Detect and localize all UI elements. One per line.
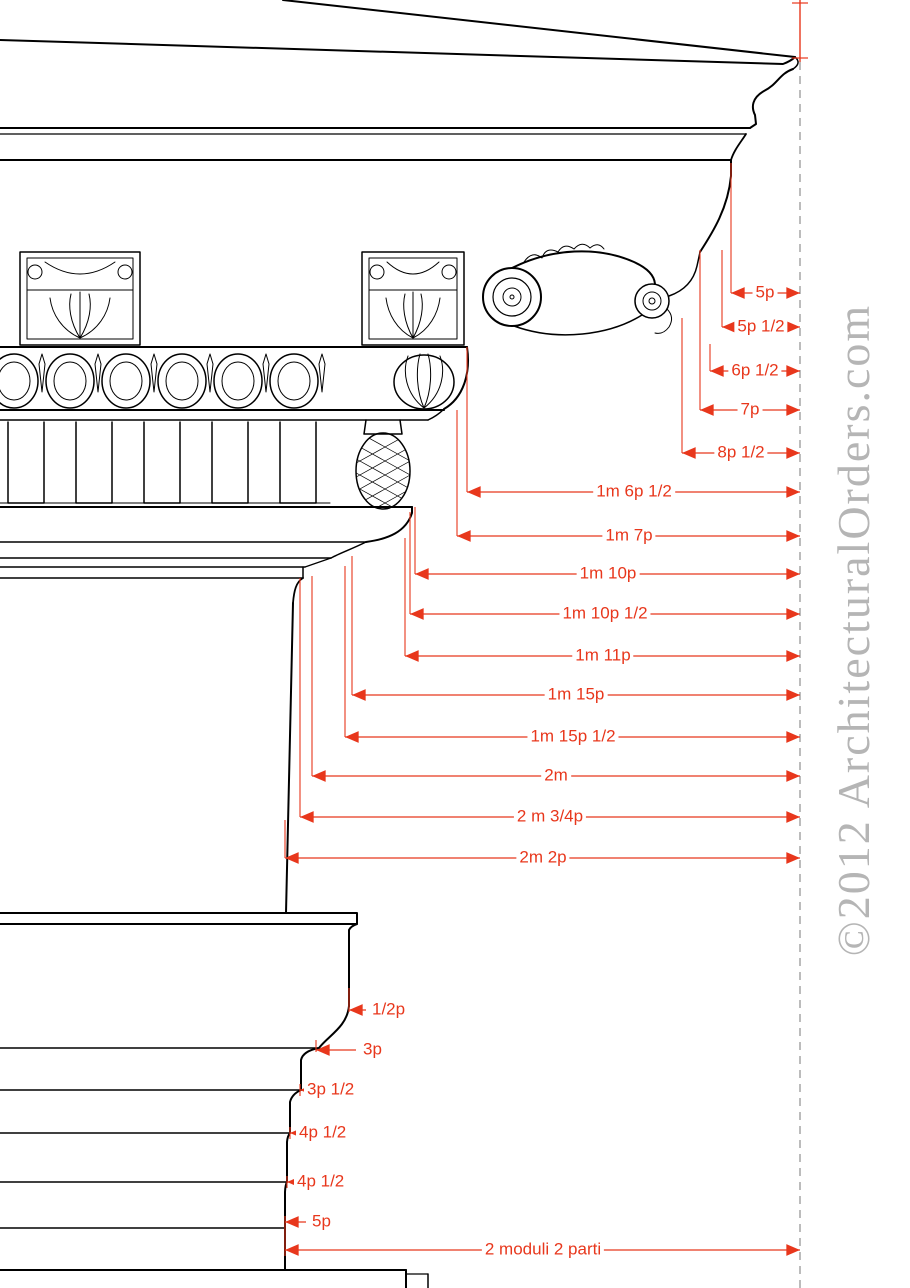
dimension-label: 1m 15p 1/2	[527, 727, 619, 747]
dimension-label: 2 m 3/4p	[513, 807, 587, 827]
column-shaft	[285, 602, 294, 914]
dimension-label: 2m	[541, 766, 571, 786]
base-and-pedestal-moldings	[0, 912, 429, 1288]
modillion-left	[19, 251, 141, 346]
dimension-label: 5p	[309, 1212, 334, 1232]
egg-and-dart-molding	[0, 346, 469, 421]
dimension-label: 5p 1/2	[734, 317, 788, 337]
dimension-label: 4p 1/2	[296, 1123, 350, 1143]
dimension-label: 1/2p	[369, 1000, 409, 1020]
bed-moldings	[0, 506, 413, 604]
dimension-label: 1m 7p	[602, 526, 656, 546]
dimension-label: 4p 1/2	[294, 1172, 348, 1192]
cymatium-and-corona	[0, 0, 799, 253]
dimension-label: 1m 15p	[544, 685, 608, 705]
dimension-label: 3p 1/2	[304, 1080, 358, 1100]
modillion-right	[361, 251, 465, 346]
dentil-band	[0, 421, 413, 508]
dimension-label: 1m 10p 1/2	[559, 604, 651, 624]
dimension-label: 7p	[737, 400, 763, 420]
watermark-text: ©2012 ArchitecturalOrders.com	[828, 303, 879, 957]
overall-dimension-label: 2 moduli 2 parti	[481, 1240, 605, 1260]
axis-reference-line	[792, 0, 808, 1288]
dimension-label: 1m 11p	[572, 646, 634, 666]
dimension-label: 2m 2p	[516, 848, 570, 868]
dimension-label: 6p 1/2	[728, 361, 782, 381]
console-scroll	[482, 243, 701, 336]
dimension-label: 8p 1/2	[714, 443, 768, 463]
dimension-label: 1m 10p	[576, 564, 640, 584]
dimension-label: 3p	[360, 1040, 385, 1060]
dimension-label: 1m 6p 1/2	[593, 482, 675, 502]
pine-cone-pendant	[355, 419, 411, 510]
dimension-label: 5p	[752, 283, 778, 303]
